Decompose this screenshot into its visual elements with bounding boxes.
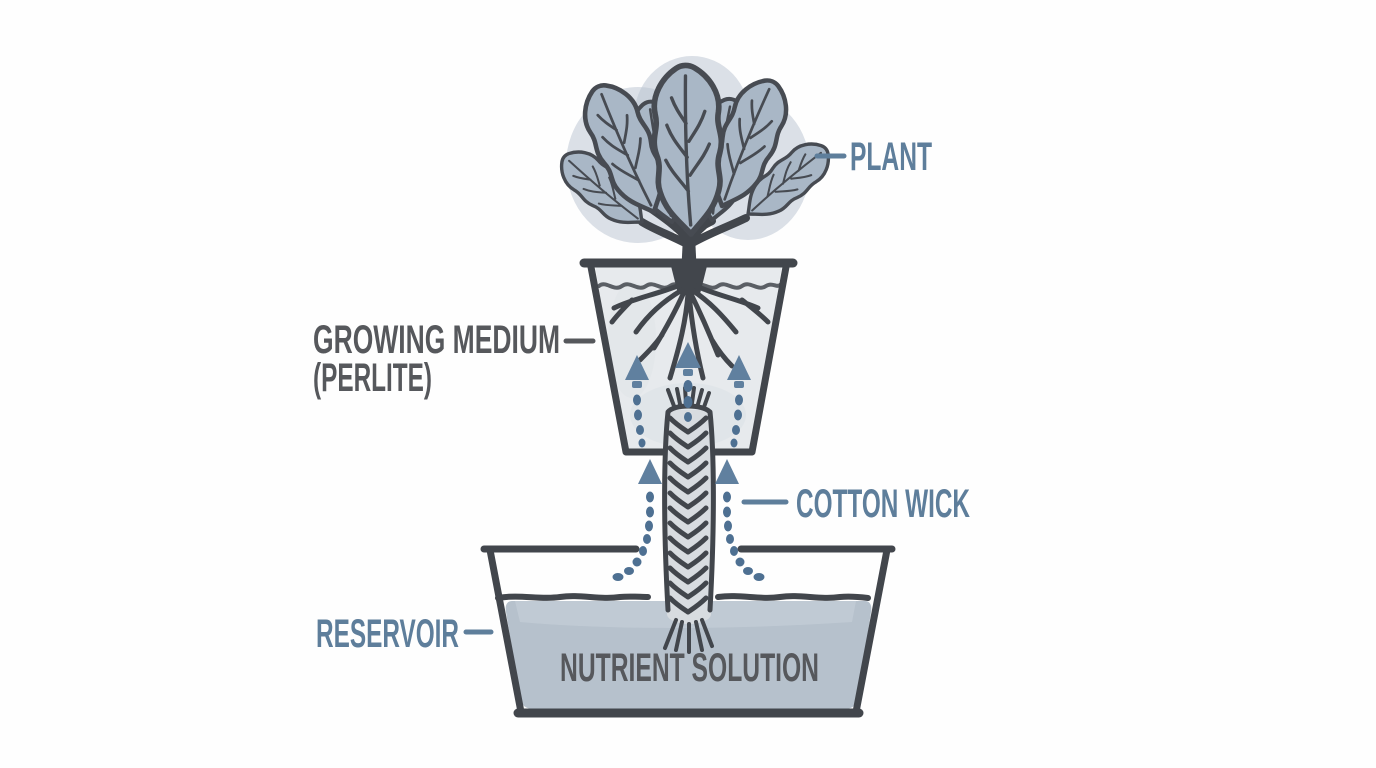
leader-lines xyxy=(463,153,847,635)
cotton-wick-label: COTTON WICK xyxy=(796,482,970,526)
reservoir-label: RESERVOIR xyxy=(316,612,459,656)
plant-label: PLANT xyxy=(850,135,932,179)
plant-figure xyxy=(549,56,841,276)
growing-medium-label-line2: (PERLITE) xyxy=(313,356,432,400)
capillary-arrows-wick xyxy=(612,459,765,581)
nutrient-solution-label: NUTRIENT SOLUTION xyxy=(560,646,819,690)
wick-bottom-fray xyxy=(663,618,714,654)
diagram-labels: PLANT GROWING MEDIUM (PERLITE) COTTON WI… xyxy=(313,135,970,690)
wick-top-fray xyxy=(666,386,711,409)
growing-medium-label-line1: GROWING MEDIUM xyxy=(313,318,560,362)
plant-roots xyxy=(609,262,771,381)
reservoir-container xyxy=(480,545,896,718)
nutrient-solution-water xyxy=(503,601,872,709)
water-surface-line xyxy=(495,593,871,601)
capillary-arrows-pot xyxy=(625,342,751,448)
cotton-wick-braid xyxy=(662,386,716,654)
